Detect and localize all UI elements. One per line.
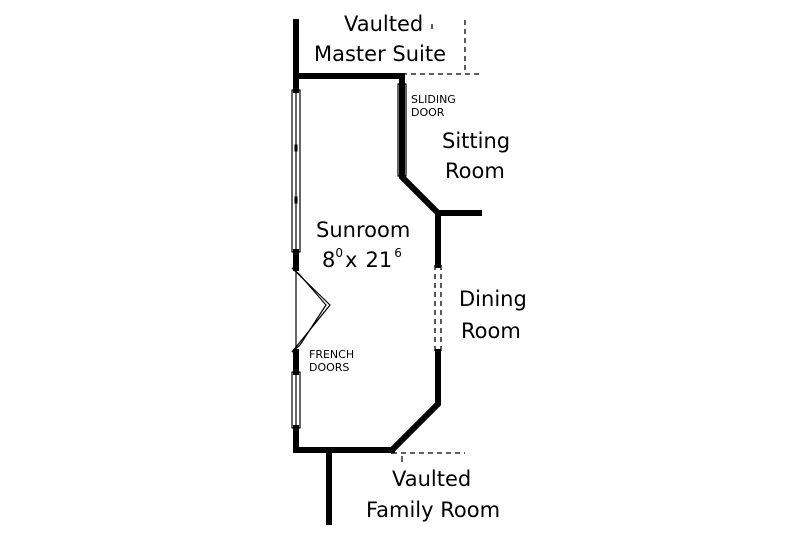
dining-room-label-line1: Dining xyxy=(459,287,527,311)
vaulted-boundaries xyxy=(392,20,482,462)
french-doors-label-line2: DOORS xyxy=(309,361,349,374)
sliding-door-label-line1: SLIDING xyxy=(411,93,456,106)
vaulted-family-label-line2: Family Room xyxy=(366,498,500,522)
dining-room-label-line2: Room xyxy=(461,319,521,343)
dining-opening xyxy=(434,265,442,352)
sitting-room-label-line2: Room xyxy=(445,159,505,183)
sitting-room-label-line1: Sitting xyxy=(442,129,510,153)
sliding-door-symbol xyxy=(397,83,407,177)
vaulted-family-label-line1: Vaulted xyxy=(392,467,471,491)
vaulted-master-label-line2: Master Suite xyxy=(314,42,446,66)
french-doors-label-line1: FRENCH xyxy=(309,348,354,361)
sliding-door-label-line2: DOOR xyxy=(411,106,445,119)
left-windows xyxy=(291,89,301,429)
sunroom-label: Sunroom xyxy=(316,218,410,242)
vaulted-master-label-line1: Vaulted xyxy=(344,12,423,36)
french-doors-symbol xyxy=(291,267,331,353)
right-lower-wall xyxy=(387,349,441,455)
